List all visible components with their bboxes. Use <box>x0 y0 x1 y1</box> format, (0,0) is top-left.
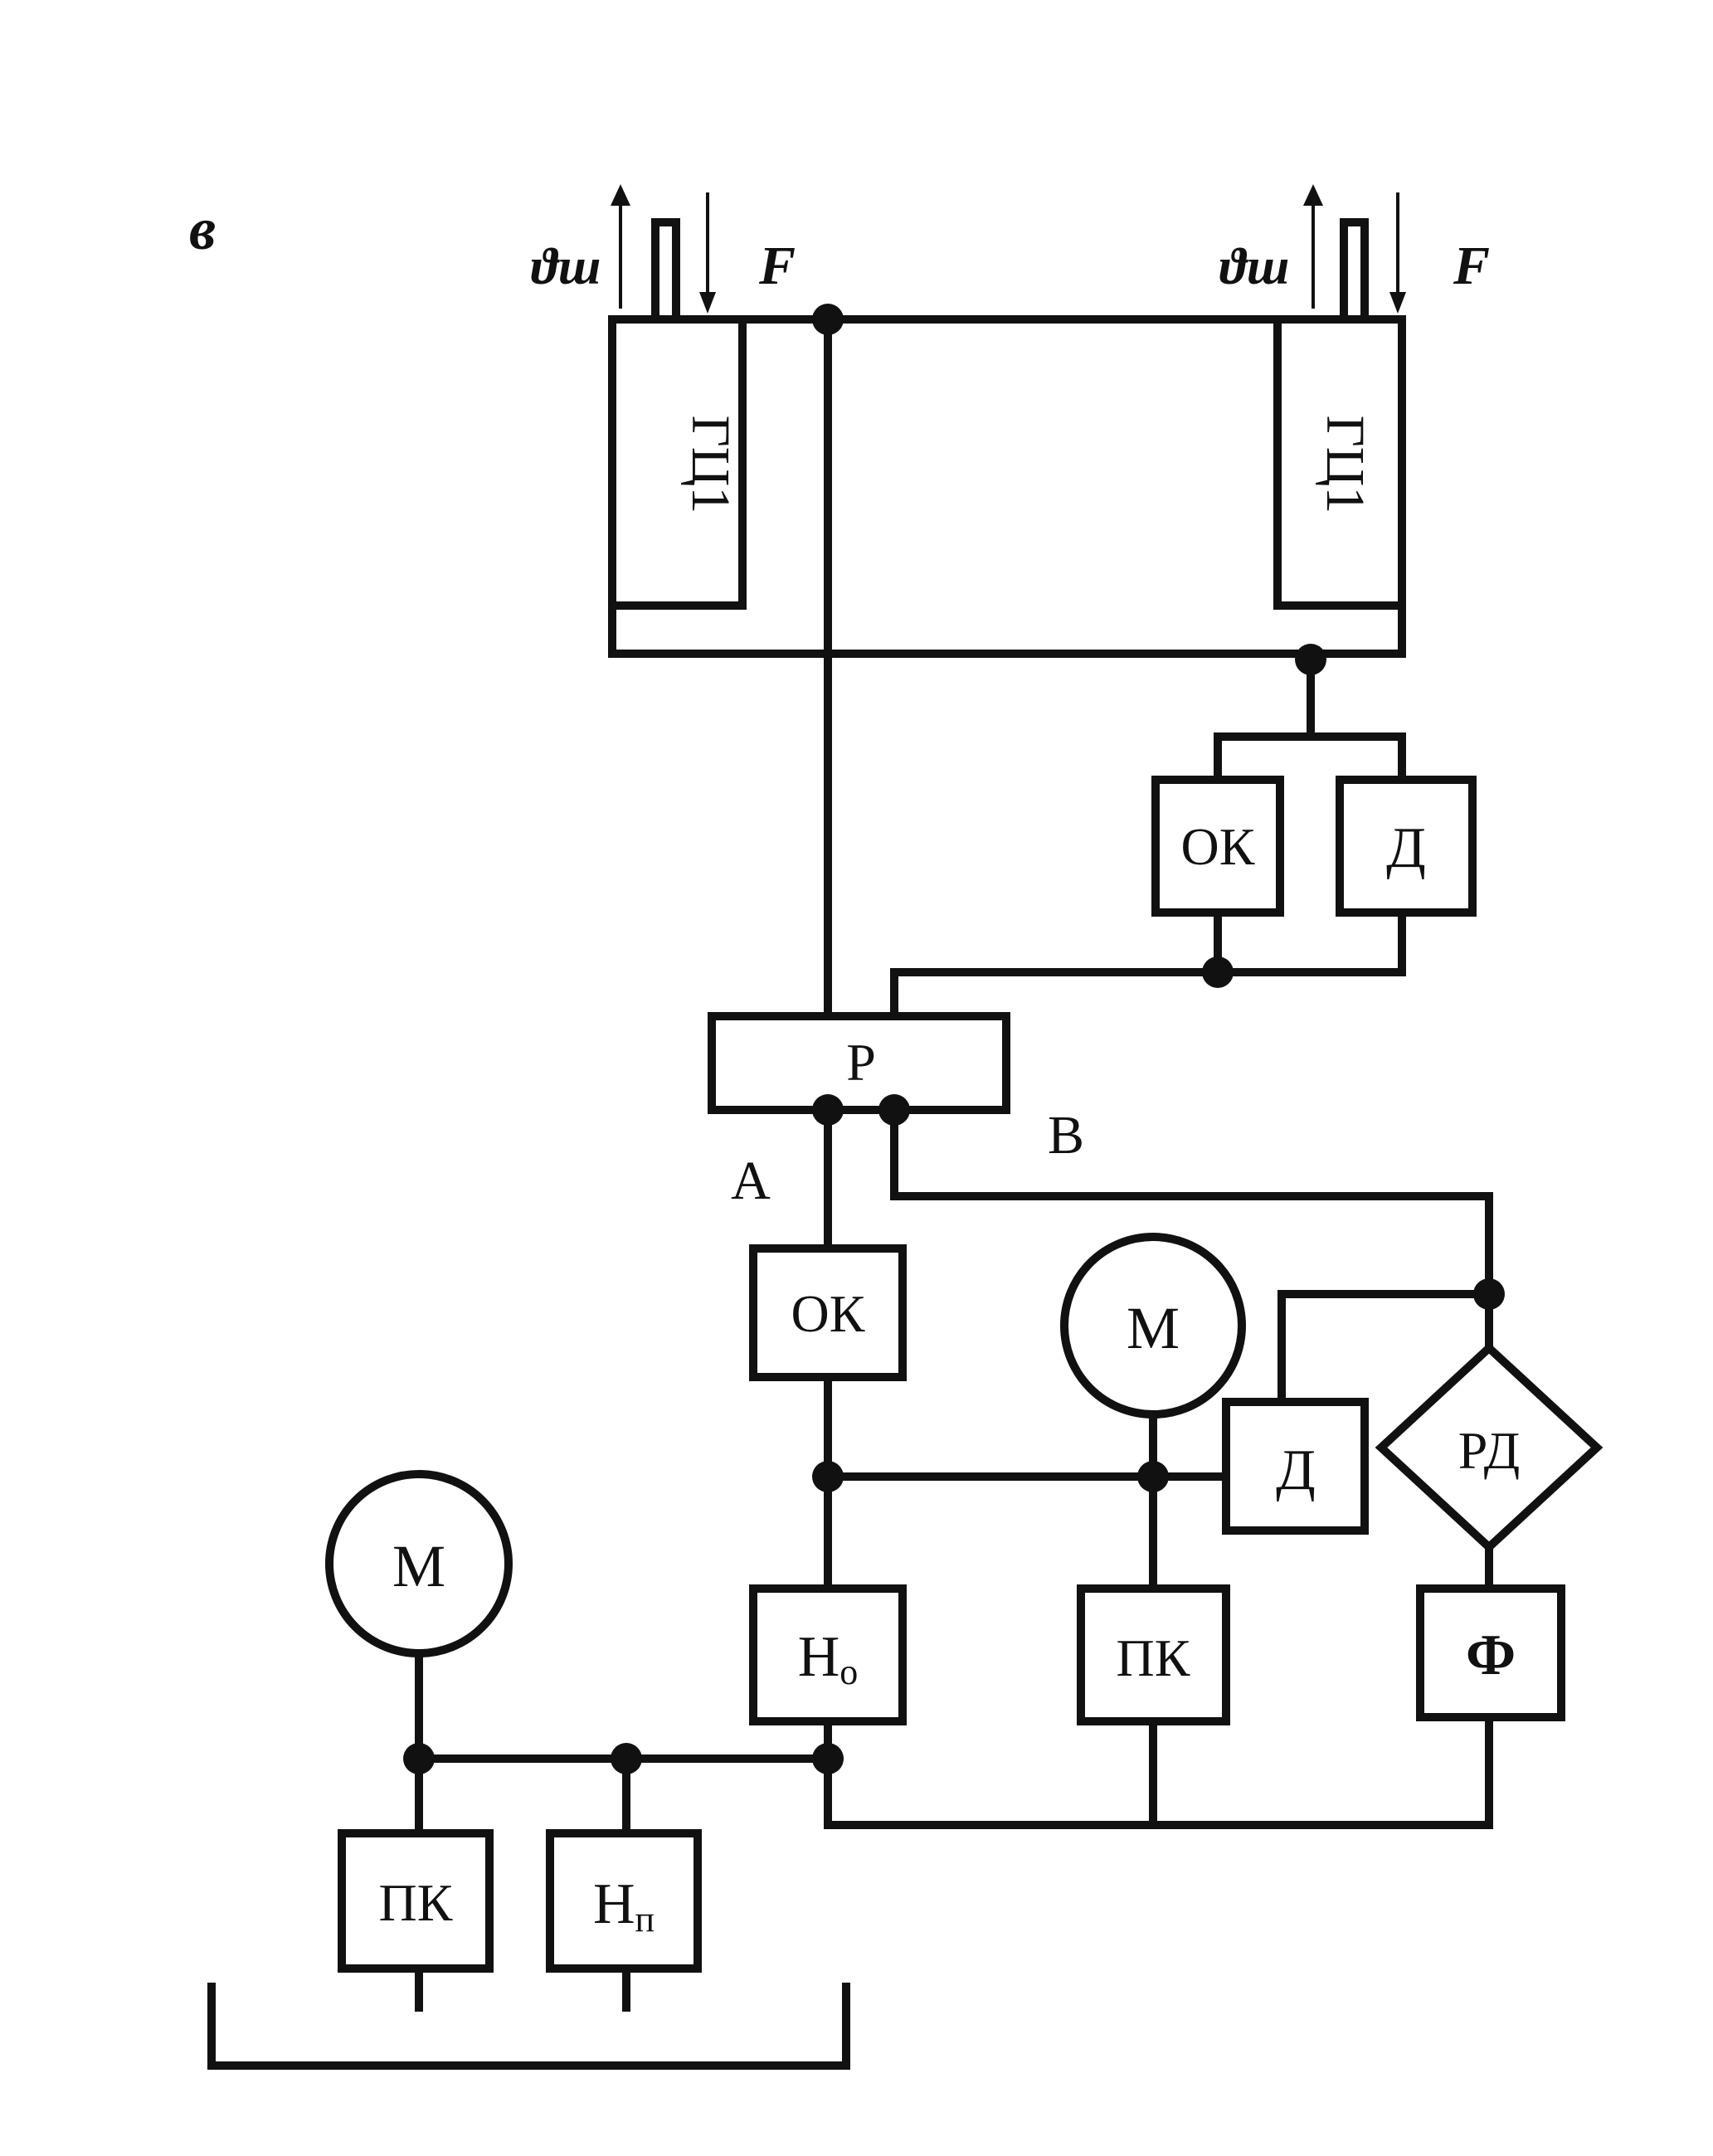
junction-dot <box>611 1743 642 1774</box>
left-speed-arrow <box>611 184 630 309</box>
left-hydraulic-cylinder: ГЦ1 ϑш F <box>531 184 796 610</box>
feed-safety-valve: ПК <box>338 1829 494 1973</box>
pressure-regulator-label: РД <box>1458 1421 1520 1480</box>
filter: Ф <box>1416 1584 1565 1721</box>
main-safety-valve: ПК <box>1077 1584 1230 1725</box>
feed-pump: Нп <box>546 1829 702 1973</box>
main-throttle: Д <box>1222 1398 1369 1535</box>
panel-label: в <box>189 196 216 262</box>
junction-dot <box>1202 956 1234 988</box>
main-pump: Но <box>749 1584 907 1725</box>
pressure-regulator: РД <box>1375 1342 1604 1553</box>
left-force-symbol: F <box>758 236 796 296</box>
main-pump-base: Н <box>798 1625 840 1689</box>
junction-dot <box>812 1461 844 1492</box>
junction-dot <box>1473 1278 1505 1310</box>
main-pump-label: Но <box>798 1625 859 1692</box>
feed-pump-base: Н <box>593 1872 635 1936</box>
right-cylinder-label: ГЦ1 <box>1315 416 1375 514</box>
junction-dot <box>878 1094 910 1126</box>
right-force-symbol: F <box>1453 236 1490 296</box>
feed-pump-subscript: п <box>635 1899 655 1939</box>
right-speed-symbol: ϑш <box>1219 239 1289 295</box>
left-speed-symbol: ϑш <box>531 239 601 295</box>
right-force-arrow <box>1389 192 1406 314</box>
junction-dots <box>403 304 1505 1774</box>
lower-check-valve: ОК <box>749 1244 907 1381</box>
feed-motor-label: М <box>392 1533 445 1599</box>
junction-dot <box>403 1743 435 1774</box>
filter-label: Ф <box>1466 1623 1516 1687</box>
port-b-label: В <box>1048 1105 1084 1166</box>
left-piston-rod <box>651 218 680 319</box>
junction-dot <box>1295 644 1326 675</box>
feed-motor: М <box>325 1470 513 1657</box>
left-cylinder-label: ГЦ1 <box>680 416 741 514</box>
main-throttle-label: Д <box>1276 1438 1316 1502</box>
upper-throttle-label: Д <box>1386 816 1426 880</box>
left-force-arrow <box>699 192 716 314</box>
junction-dot <box>1137 1461 1169 1492</box>
main-safety-valve-label: ПК <box>1117 1628 1190 1687</box>
lower-check-valve-label: ОК <box>791 1284 865 1343</box>
main-pump-subscript: о <box>839 1652 858 1692</box>
distributor: Р <box>708 1012 1010 1114</box>
feed-pump-label: Нп <box>593 1872 655 1939</box>
feed-safety-valve-label: ПК <box>379 1873 453 1932</box>
tank <box>207 1983 850 2070</box>
hydraulic-lines <box>415 315 1493 2012</box>
distributor-label: Р <box>846 1033 876 1092</box>
right-piston-rod <box>1340 218 1369 319</box>
junction-dot <box>812 1743 844 1774</box>
right-hydraulic-cylinder: ГЦ1 ϑш F <box>1219 184 1490 610</box>
main-motor: М <box>1060 1233 1246 1419</box>
port-a-label: А <box>731 1151 771 1211</box>
upper-check-valve-label: ОК <box>1181 817 1255 876</box>
right-speed-arrow <box>1303 184 1323 309</box>
upper-check-valve: ОК <box>1151 776 1284 917</box>
junction-dot <box>812 1094 844 1126</box>
junction-dot <box>812 304 844 335</box>
main-motor-label: М <box>1127 1295 1180 1361</box>
upper-throttle: Д <box>1336 776 1477 917</box>
